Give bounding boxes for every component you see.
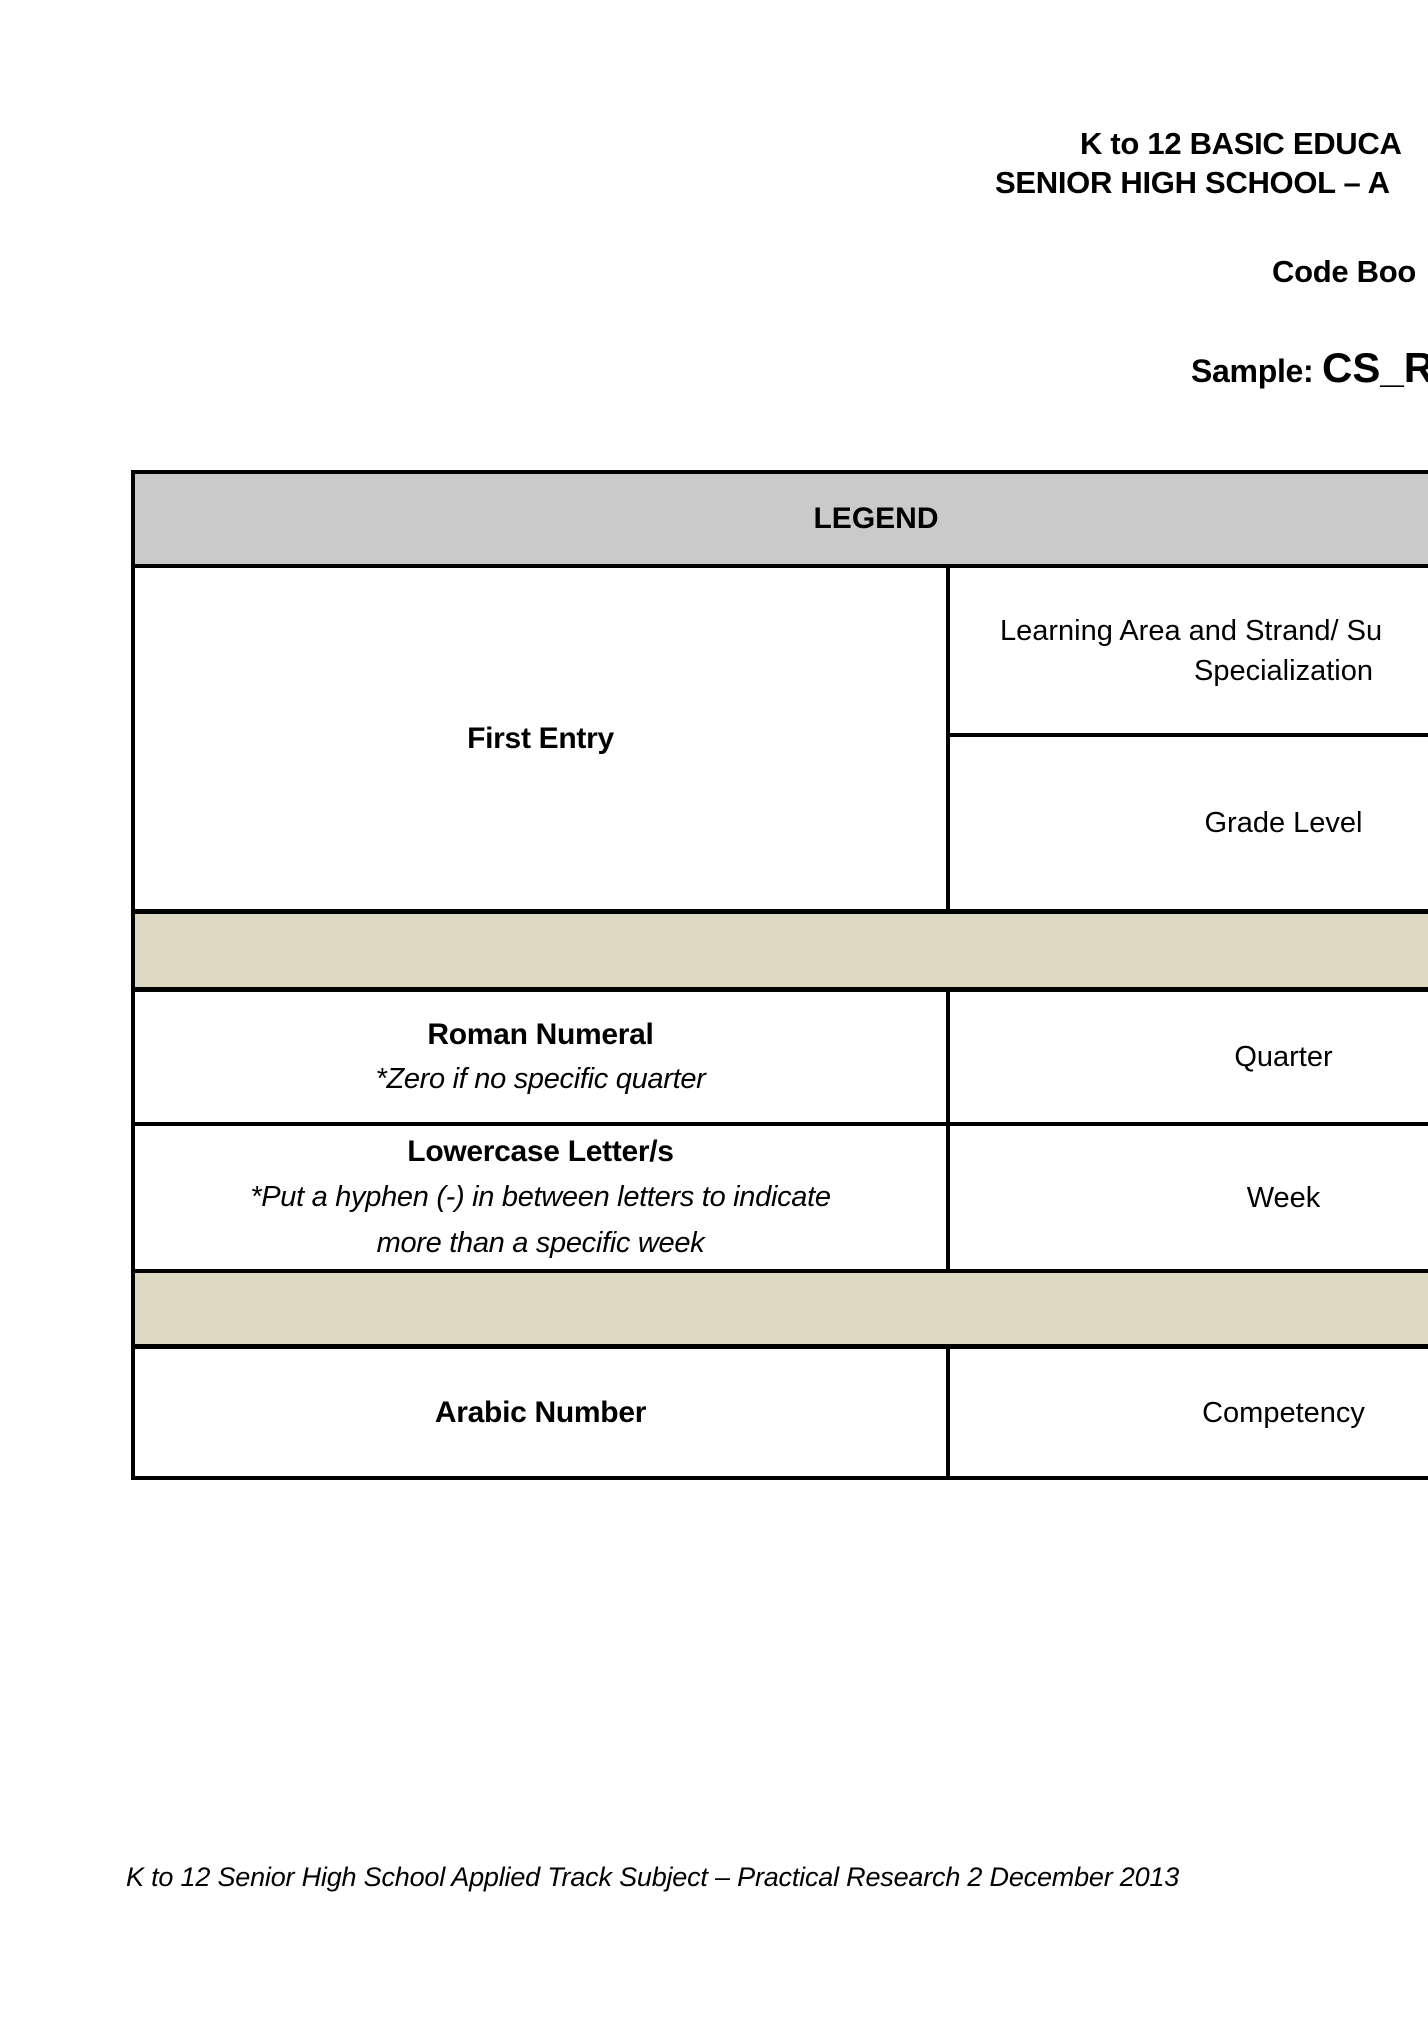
lowercase-letter-note-line2: more than a specific week: [376, 1226, 705, 1259]
learning-area-line1: Learning Area and Strand/ Su: [1000, 614, 1383, 647]
first-entry-row: First Entry Learning Area and Strand/ Su…: [135, 568, 1428, 914]
lowercase-letter-title: Lowercase Letter/s: [407, 1134, 674, 1168]
week-label: Week: [1246, 1181, 1321, 1214]
sample-code-line: Sample: CS_R: [1191, 344, 1428, 392]
roman-numeral-cell: Roman Numeral *Zero if no specific quart…: [135, 992, 950, 1122]
legend-table: LEGEND First Entry Learning Area and Str…: [131, 470, 1428, 1480]
roman-numeral-title: Roman Numeral: [427, 1017, 654, 1051]
learning-area-cell: Learning Area and Strand/ Su Specializat…: [950, 568, 1428, 737]
quarter-label: Quarter: [1234, 1041, 1333, 1073]
code-book-title: Code Boo: [1272, 254, 1416, 289]
legend-header-row: LEGEND: [135, 474, 1428, 568]
competency-cell: Competency: [950, 1349, 1428, 1476]
lowercase-letter-note-line1: *Put a hyphen (-) in between letters to …: [250, 1180, 831, 1213]
doc-title-line2: SENIOR HIGH SCHOOL – A: [995, 165, 1390, 200]
sample-code-value: CS_R: [1321, 344, 1428, 391]
week-cell: Week: [950, 1126, 1428, 1269]
page-footer: K to 12 Senior High School Applied Track…: [126, 1862, 1180, 1892]
arabic-number-title: Arabic Number: [434, 1395, 647, 1429]
roman-numeral-row: Roman Numeral *Zero if no specific quart…: [135, 992, 1428, 1126]
competency-label: Competency: [1202, 1396, 1365, 1429]
separator-row-2: [135, 1273, 1428, 1349]
sample-label: Sample:: [1191, 353, 1322, 389]
grade-level-label: Grade Level: [1204, 807, 1363, 839]
quarter-cell: Quarter: [950, 992, 1428, 1122]
arabic-number-cell: Arabic Number: [135, 1349, 950, 1476]
legend-title: LEGEND: [813, 502, 939, 535]
arabic-number-row: Arabic Number Competency: [135, 1349, 1428, 1476]
lowercase-letter-cell: Lowercase Letter/s *Put a hyphen (-) in …: [135, 1126, 950, 1269]
first-entry-label: First Entry: [467, 721, 614, 755]
first-entry-right-cells: Learning Area and Strand/ Su Specializat…: [950, 568, 1428, 909]
separator-row-1: [135, 914, 1428, 992]
first-entry-cell: First Entry: [135, 568, 950, 909]
roman-numeral-note: *Zero if no specific quarter: [375, 1062, 706, 1095]
lowercase-letter-row: Lowercase Letter/s *Put a hyphen (-) in …: [135, 1126, 1428, 1273]
grade-level-cell: Grade Level: [950, 737, 1428, 909]
doc-title-line1: K to 12 BASIC EDUCA: [1080, 126, 1402, 161]
learning-area-line2: Specialization: [1194, 654, 1373, 687]
